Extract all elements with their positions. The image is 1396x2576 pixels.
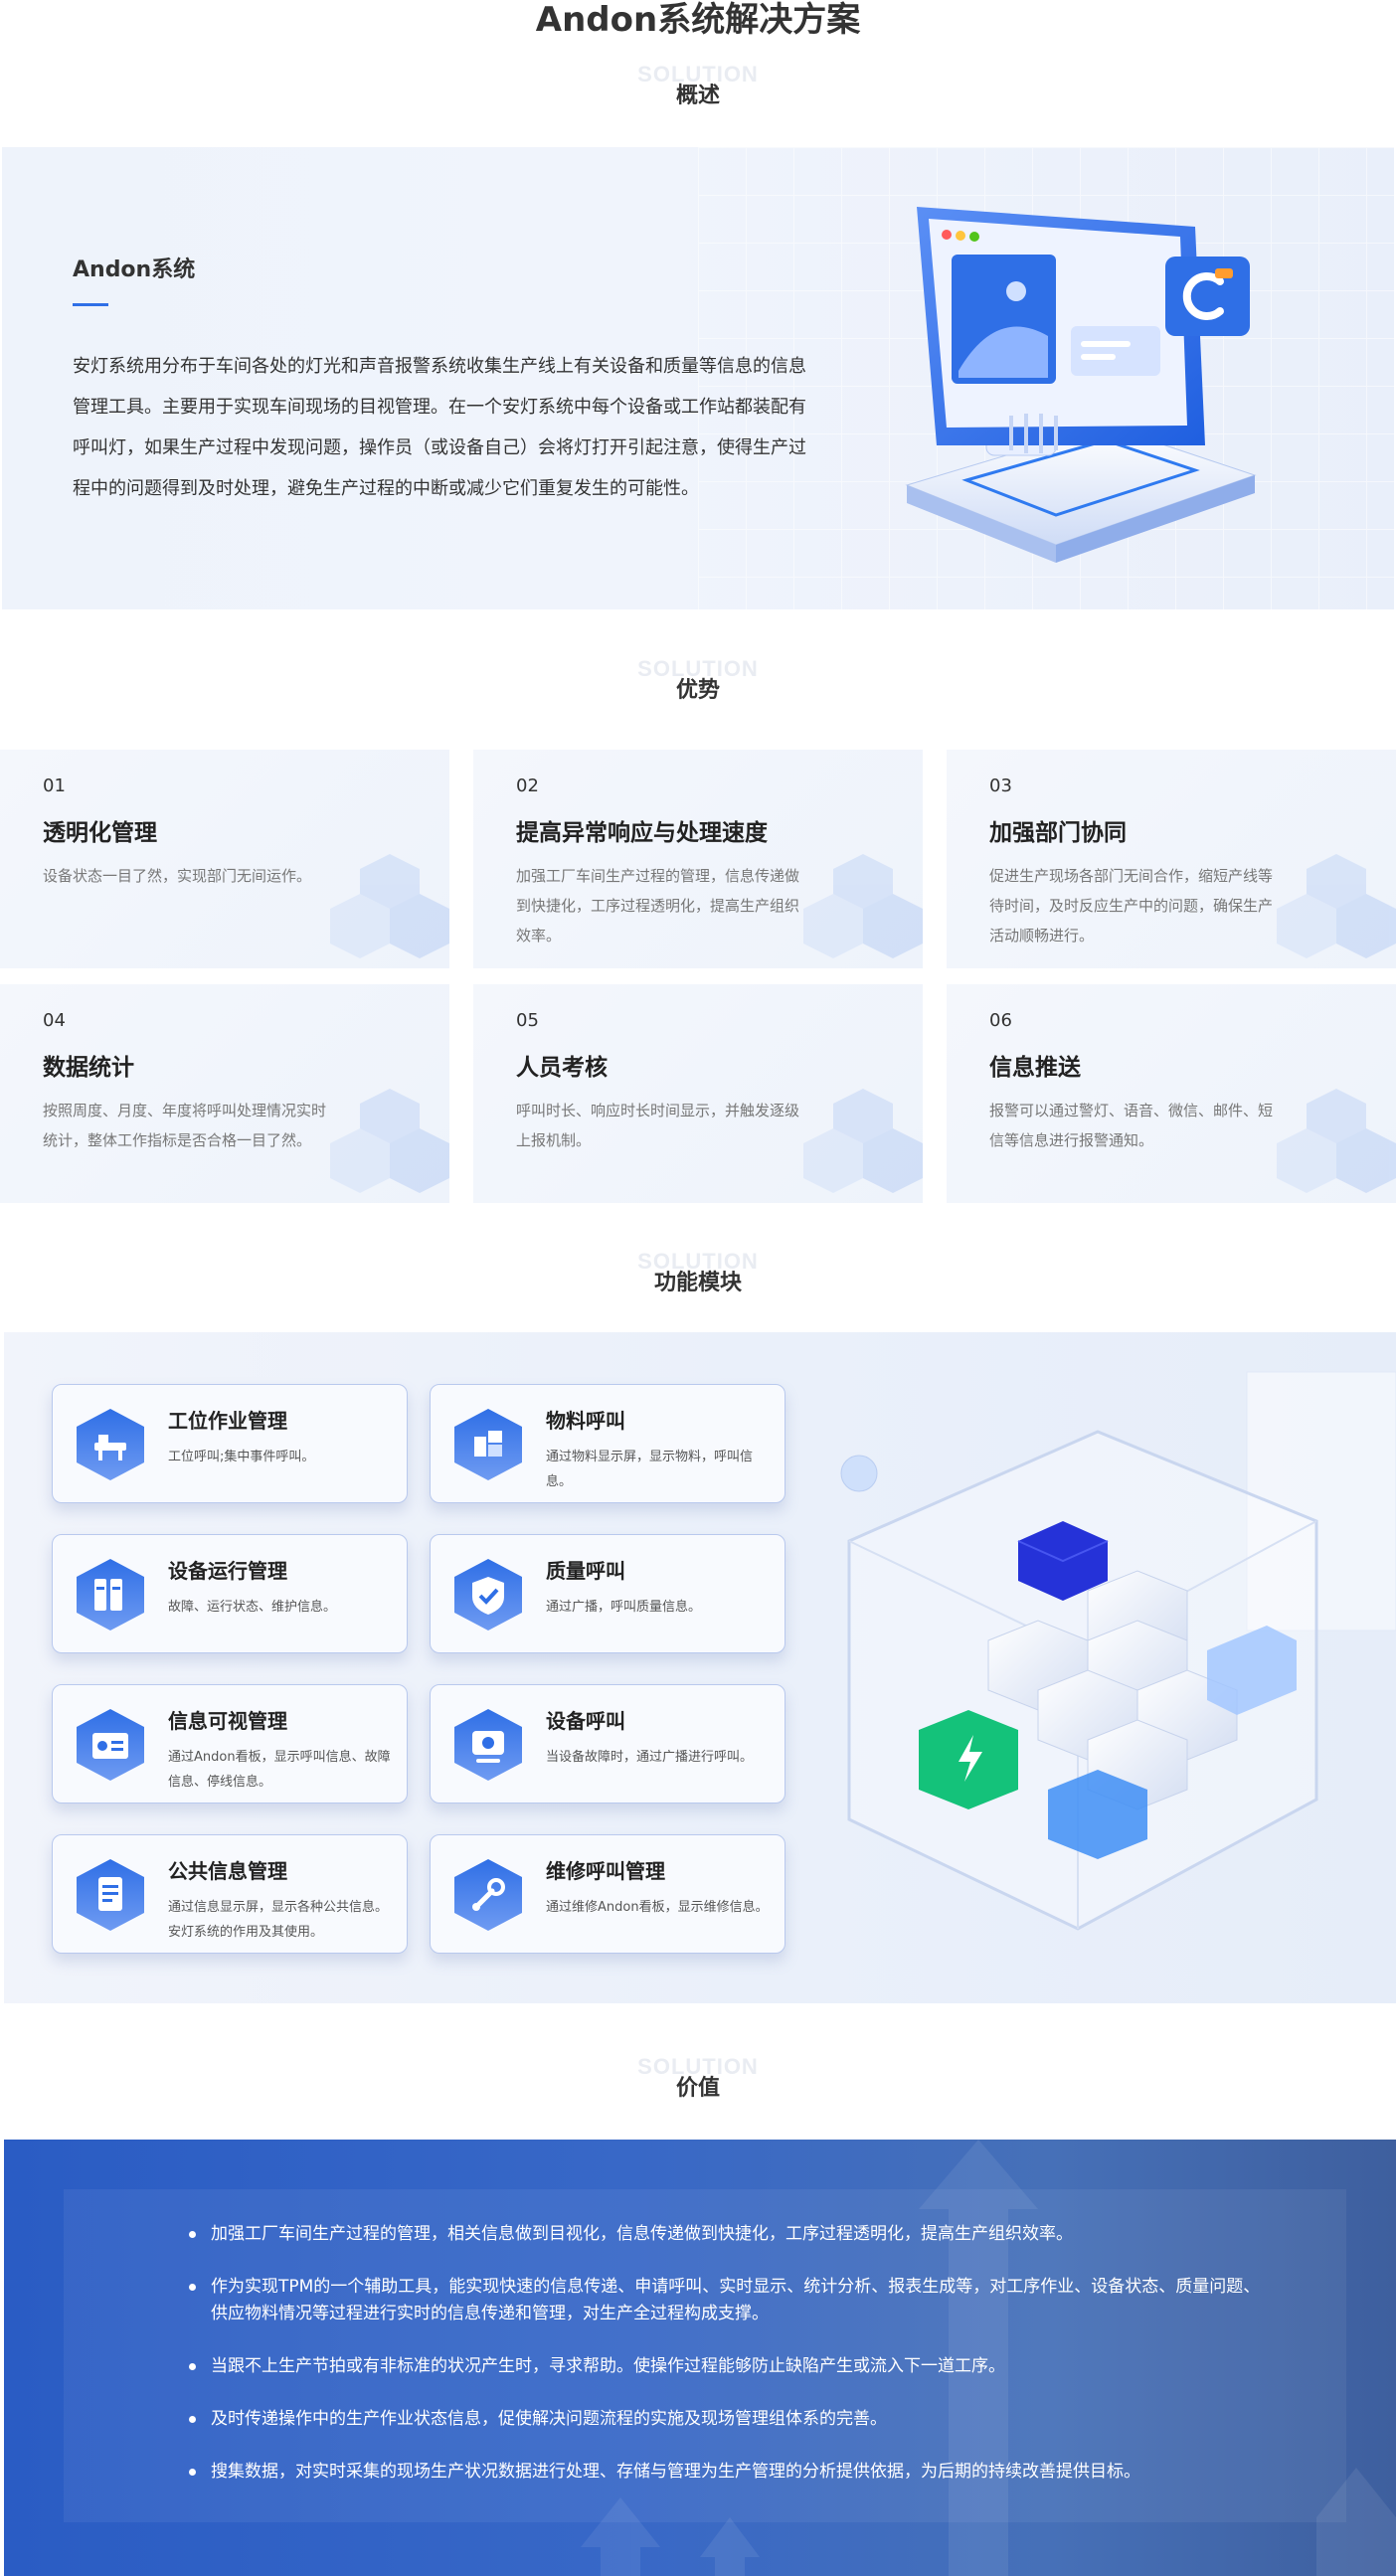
- advantage-desc: 加强工厂车间生产过程的管理，信息传递做到快捷化，工序过程透明化，提高生产组织效率…: [516, 867, 800, 945]
- advantage-number: 04: [43, 1010, 66, 1031]
- section-title: 价值: [675, 2076, 720, 2101]
- list-item: 当跟不上生产节拍或有非标准的状况产生时，寻求帮助。使操作过程能够防止缺陷产生或流…: [189, 2353, 1263, 2380]
- dashboard-icon: [77, 1709, 144, 1781]
- module-title: 维修呼叫管理: [546, 1859, 665, 1883]
- quality-shield-icon: [454, 1559, 522, 1631]
- module-card: 物料呼叫 通过物料显示屏，显示物料，呼叫信息。: [430, 1384, 785, 1503]
- module-title: 物料呼叫: [546, 1409, 625, 1433]
- document-icon: [77, 1859, 144, 1931]
- advantage-card: 05 人员考核 呼叫时长、响应时长时间显示，并触发逐级上报机制。: [473, 984, 923, 1203]
- module-title: 工位作业管理: [168, 1409, 287, 1433]
- section-header-overview: SOLUTION 概述: [0, 62, 1396, 111]
- title-underline: [73, 303, 108, 306]
- value-panel: 加强工厂车间生产过程的管理，相关信息做到目视化，信息传递做到快捷化，工序过程透明…: [4, 2140, 1396, 2576]
- advantage-desc: 促进生产现场各部门无间合作，缩短产线等待时间，及时反应生产中的问题，确保生产活动…: [989, 867, 1274, 945]
- advantage-card: 04 数据统计 按照周度、月度、年度将呼叫处理情况实时统计，整体工作指标是否合格…: [0, 984, 449, 1203]
- overview-panel: Andon系统 安灯系统用分布于车间各处的灯光和声音报警系统收集生产线上有关设备…: [2, 147, 1394, 609]
- module-desc: 通过物料显示屏，显示物料，呼叫信息。: [546, 1450, 754, 1489]
- module-card: 设备运行管理 故障、运行状态、维护信息。: [52, 1534, 408, 1653]
- advantage-desc: 呼叫时长、响应时长时间显示，并触发逐级上报机制。: [516, 1102, 800, 1149]
- module-card: 质量呼叫 通过广播，呼叫质量信息。: [430, 1534, 785, 1653]
- cubes-decoration-icon: [1277, 854, 1396, 958]
- overview-text: 安灯系统用分布于车间各处的灯光和声音报警系统收集生产线上有关设备和质量等信息的信…: [73, 356, 806, 499]
- section-ghost-text: SOLUTION: [637, 2054, 759, 2079]
- material-icon: [454, 1409, 522, 1480]
- advantage-card: 03 加强部门协同 促进生产现场各部门无间合作，缩短产线等待时间，及时反应生产中…: [947, 750, 1396, 968]
- section-ghost-text: SOLUTION: [637, 62, 759, 86]
- advantage-title: 加强部门协同: [989, 820, 1127, 846]
- module-card: 设备呼叫 当设备故障时，通过广播进行呼叫。: [430, 1684, 785, 1803]
- section-title: 优势: [675, 678, 720, 703]
- monitor-call-icon: [454, 1709, 522, 1781]
- module-title: 质量呼叫: [546, 1559, 625, 1583]
- advantage-title: 透明化管理: [43, 820, 157, 846]
- section-title: 概述: [675, 84, 720, 108]
- modules-panel: 工位作业管理 工位呼叫;集中事件呼叫。 物料呼叫 通过物料显示屏，显示物料，呼叫…: [4, 1332, 1396, 2003]
- advantage-card: 01 透明化管理 设备状态一目了然，实现部门无间运作。: [0, 750, 449, 968]
- module-desc: 故障、运行状态、维护信息。: [168, 1600, 337, 1615]
- module-title: 设备呼叫: [546, 1709, 625, 1733]
- monitor-illustration-icon: [905, 207, 1257, 563]
- advantage-title: 数据统计: [43, 1055, 134, 1081]
- module-desc: 通过维修Andon看板，显示维修信息。: [546, 1900, 769, 1915]
- wrench-icon: [454, 1859, 522, 1931]
- advantage-card: 02 提高异常响应与处理速度 加强工厂车间生产过程的管理，信息传递做到快捷化，工…: [473, 750, 923, 968]
- advantage-desc: 报警可以通过警灯、语音、微信、邮件、短信等信息进行报警通知。: [989, 1102, 1274, 1149]
- value-list: 加强工厂车间生产过程的管理，相关信息做到目视化，信息传递做到快捷化，工序过程透明…: [189, 2221, 1263, 2511]
- module-desc: 工位呼叫;集中事件呼叫。: [168, 1450, 315, 1464]
- advantage-number: 01: [43, 775, 66, 796]
- module-card: 公共信息管理 通过信息显示屏，显示各种公共信息。安灯系统的作用及其使用。: [52, 1834, 408, 1954]
- glass-cube-illustration-icon: [840, 1371, 1396, 1931]
- module-title: 公共信息管理: [168, 1859, 287, 1883]
- module-desc: 通过Andon看板，显示呼叫信息、故障信息、停线信息。: [168, 1750, 391, 1790]
- cubes-decoration-icon: [330, 854, 449, 958]
- advantage-title: 人员考核: [516, 1055, 608, 1081]
- arrows-background-icon: [581, 2140, 1396, 2576]
- page-title: Andon系统解决方案: [535, 0, 861, 40]
- module-card: 工位作业管理 工位呼叫;集中事件呼叫。: [52, 1384, 408, 1503]
- section-ghost-text: SOLUTION: [637, 656, 759, 681]
- advantage-card: 06 信息推送 报警可以通过警灯、语音、微信、邮件、短信等信息进行报警通知。: [947, 984, 1396, 1203]
- list-item: 作为实现TPM的一个辅助工具，能实现快速的信息传递、申请呼叫、实时显示、统计分析…: [189, 2274, 1263, 2327]
- module-desc: 通过广播，呼叫质量信息。: [546, 1600, 702, 1615]
- module-desc: 当设备故障时，通过广播进行呼叫。: [546, 1750, 754, 1765]
- section-header-modules: SOLUTION 功能模块: [0, 1249, 1396, 1298]
- advantage-number: 02: [516, 775, 539, 796]
- equipment-icon: [77, 1559, 144, 1631]
- advantage-title: 信息推送: [989, 1055, 1081, 1081]
- advantage-title: 提高异常响应与处理速度: [516, 820, 768, 846]
- cubes-decoration-icon: [803, 854, 923, 958]
- cubes-decoration-icon: [1277, 1089, 1396, 1193]
- advantage-number: 03: [989, 775, 1012, 796]
- module-title: 信息可视管理: [168, 1709, 287, 1733]
- cubes-decoration-icon: [803, 1089, 923, 1193]
- cubes-decoration-icon: [330, 1089, 449, 1193]
- section-header-advantages: SOLUTION 优势: [0, 656, 1396, 706]
- section-header-value: SOLUTION 价值: [0, 2054, 1396, 2104]
- list-item: 加强工厂车间生产过程的管理，相关信息做到目视化，信息传递做到快捷化，工序过程透明…: [189, 2221, 1263, 2248]
- module-card: 维修呼叫管理 通过维修Andon看板，显示维修信息。: [430, 1834, 785, 1954]
- advantage-number: 05: [516, 1010, 539, 1031]
- overview-title: Andon系统: [73, 258, 196, 282]
- advantage-number: 06: [989, 1010, 1012, 1031]
- advantage-desc: 按照周度、月度、年度将呼叫处理情况实时统计，整体工作指标是否合格一目了然。: [43, 1102, 327, 1149]
- workstation-icon: [77, 1409, 144, 1480]
- list-item: 及时传递操作中的生产作业状态信息，促使解决问题流程的实施及现场管理组体系的完善。: [189, 2406, 1263, 2433]
- advantage-desc: 设备状态一目了然，实现部门无间运作。: [43, 867, 312, 885]
- section-ghost-text: SOLUTION: [637, 1249, 759, 1274]
- module-title: 设备运行管理: [168, 1559, 287, 1583]
- section-title: 功能模块: [653, 1271, 742, 1295]
- module-card: 信息可视管理 通过Andon看板，显示呼叫信息、故障信息、停线信息。: [52, 1684, 408, 1803]
- list-item: 搜集数据，对实时采集的现场生产状况数据进行处理、存储与管理为生产管理的分析提供依…: [189, 2459, 1263, 2486]
- module-desc: 通过信息显示屏，显示各种公共信息。安灯系统的作用及其使用。: [168, 1900, 389, 1940]
